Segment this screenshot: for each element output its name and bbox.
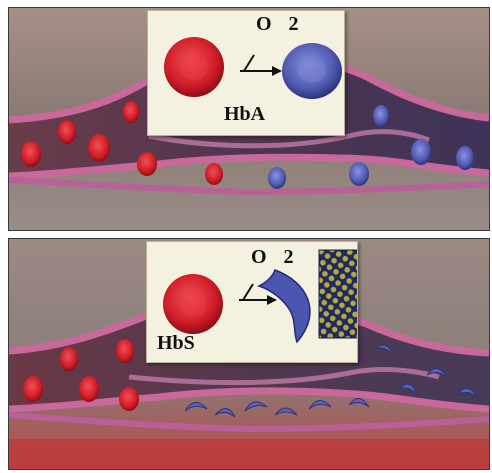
oxygen-label: O 2 bbox=[251, 246, 300, 269]
hba-label: HbA bbox=[224, 103, 265, 126]
sickle-cell-icon bbox=[259, 270, 310, 342]
oxygen-label: O 2 bbox=[256, 13, 305, 36]
hbs-polymer-fiber-image bbox=[319, 250, 357, 338]
hba-panel: O 2 HbA bbox=[8, 7, 490, 231]
hbs-label: HbS bbox=[157, 332, 195, 355]
hbs-label-card: O 2 HbS bbox=[146, 241, 358, 363]
hbs-panel: O 2 HbS bbox=[8, 238, 490, 470]
hba-label-card: O 2 HbA bbox=[147, 10, 345, 136]
deoxygenation-arrow-icon bbox=[240, 55, 282, 76]
